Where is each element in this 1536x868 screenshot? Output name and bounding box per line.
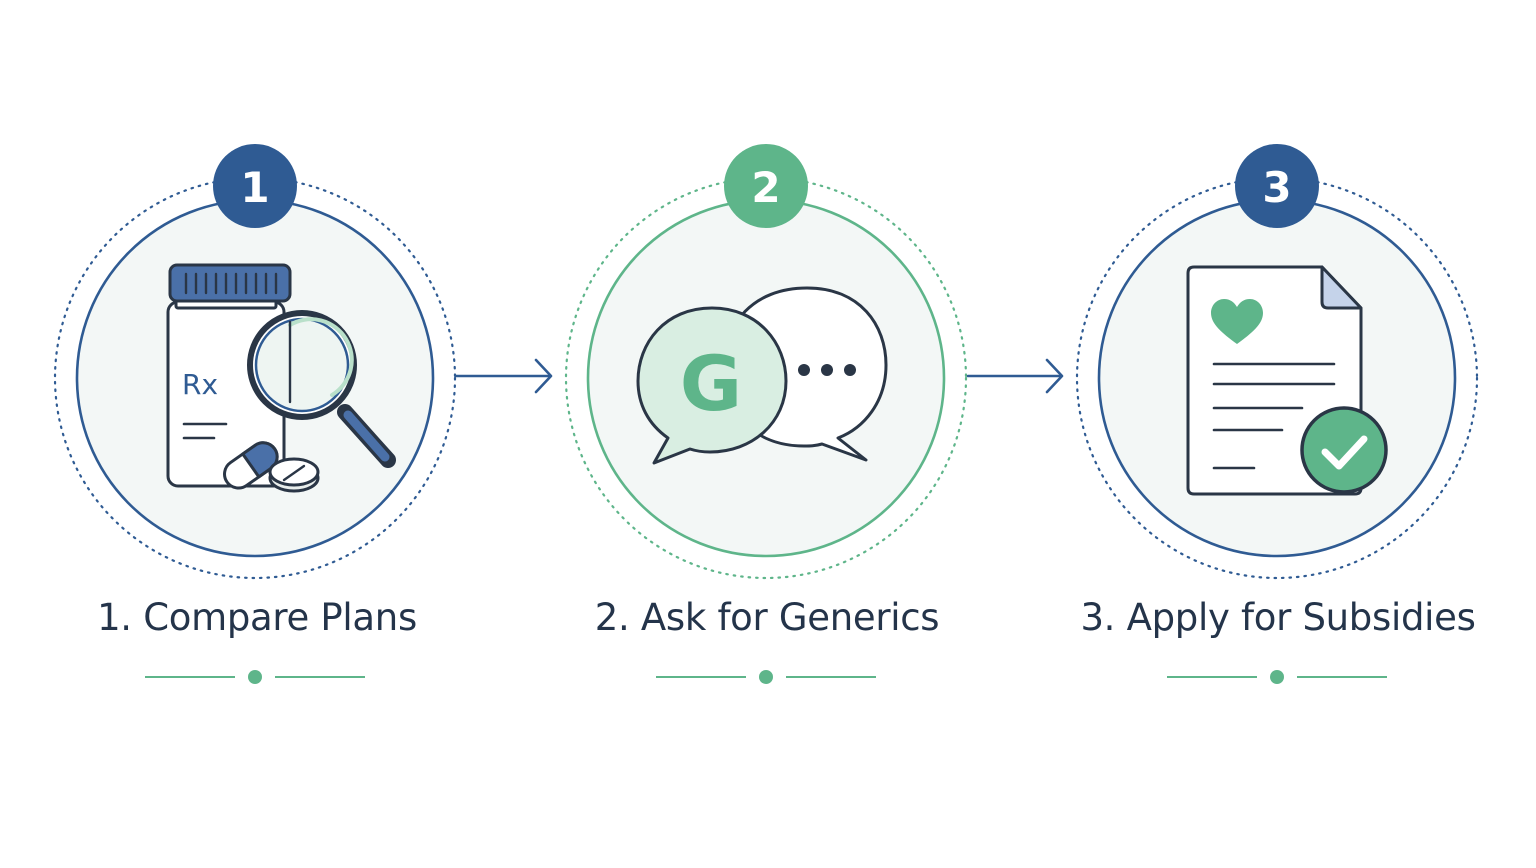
step-2-number: 2: [751, 163, 780, 212]
step-3-divider: [1167, 670, 1387, 684]
step-1-number-badge: [213, 144, 297, 228]
arrow-2-to-3: [966, 358, 1064, 394]
step-1-label: 1. Compare Plans: [97, 596, 417, 639]
step-3-dotted-ring: [1075, 176, 1479, 580]
document-check-icon: [1186, 265, 1388, 496]
step-3-label: 3. Apply for Subsidies: [1080, 596, 1476, 639]
step-2-dotted-ring: [564, 176, 968, 580]
rx-glyph: Rx: [182, 368, 218, 401]
step-2-divider: [656, 670, 876, 684]
typing-dot: [798, 364, 810, 376]
step-2-number-badge: [724, 144, 808, 228]
step-2-label: 2. Ask for Generics: [594, 596, 940, 639]
step-3-number: 3: [1262, 163, 1291, 212]
step-1-divider: [145, 670, 365, 684]
step-3: 3: [1075, 144, 1479, 684]
step-3-number-badge: [1235, 144, 1319, 228]
typing-dot: [844, 364, 856, 376]
step-1-number: 1: [240, 163, 269, 212]
step-1-dotted-ring: [53, 176, 457, 580]
step-1: Rx 1: [53, 144, 457, 684]
step-2: G 2: [564, 144, 968, 684]
arrow-1-to-2: [454, 358, 553, 394]
prescription-bottle-magnifier-icon: [166, 263, 396, 493]
generics-letter: G: [680, 339, 742, 428]
typing-dot: [821, 364, 833, 376]
